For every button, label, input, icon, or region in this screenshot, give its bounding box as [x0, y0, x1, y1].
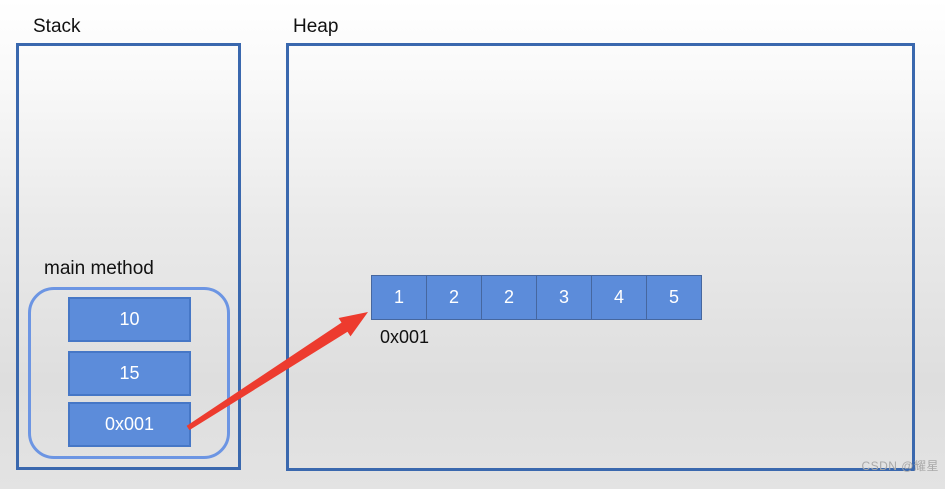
stack-frame-label: main method [44, 258, 154, 279]
array-cell: 5 [646, 275, 702, 320]
array-cell: 4 [591, 275, 647, 320]
heap-title: Heap [293, 16, 339, 37]
stack-variable-value: 15 [68, 351, 191, 396]
stack-region-box [16, 43, 241, 470]
stack-variable-value: 10 [68, 297, 191, 342]
heap-array: 1 2 2 3 4 5 [371, 275, 702, 320]
array-cell: 3 [536, 275, 592, 320]
array-cell: 2 [426, 275, 482, 320]
stack-title: Stack [33, 16, 81, 37]
watermark-text: CSDN @耀星 [861, 459, 939, 473]
stack-reference-value: 0x001 [68, 402, 191, 447]
heap-region-box [286, 43, 915, 471]
array-cell: 2 [481, 275, 537, 320]
heap-array-address-label: 0x001 [380, 327, 430, 347]
array-cell: 1 [371, 275, 427, 320]
